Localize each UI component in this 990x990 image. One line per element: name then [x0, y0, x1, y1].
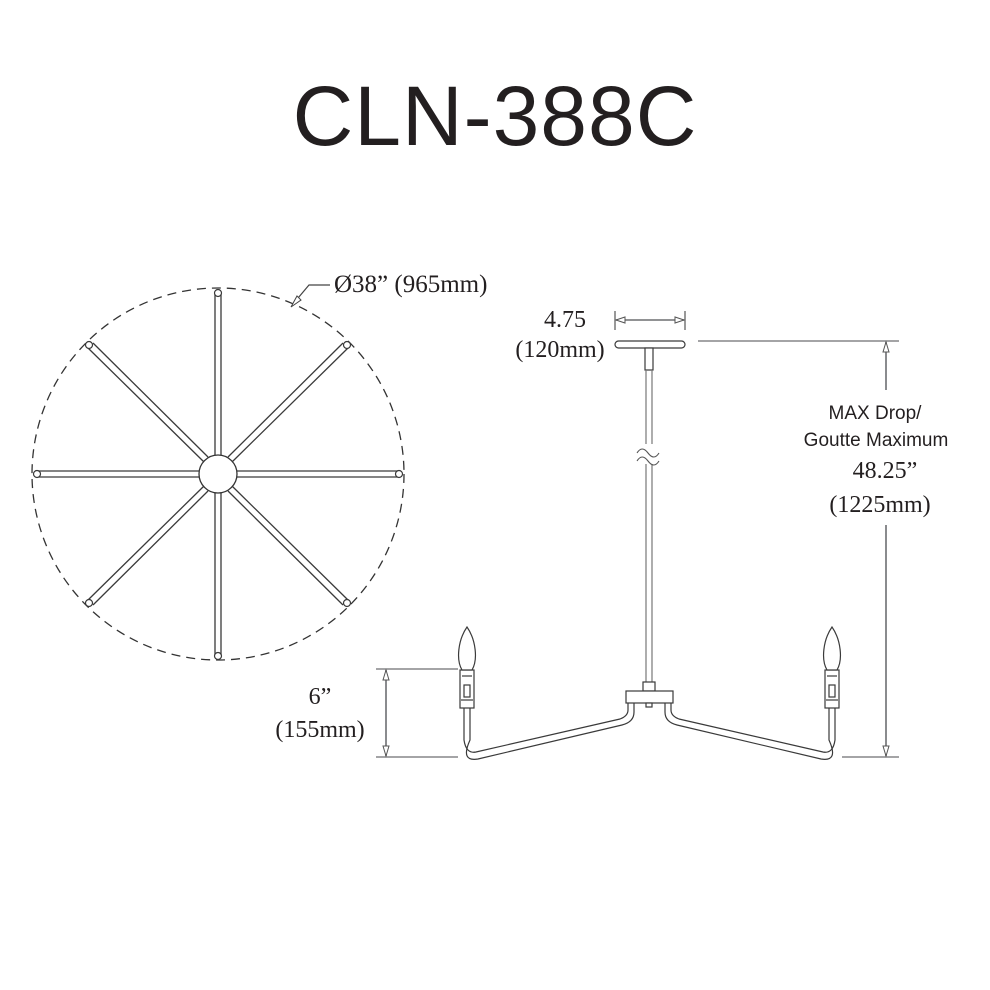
- max-drop-inches: 48.25”: [852, 458, 918, 484]
- max-drop-label-fr: Goutte Maximum: [803, 430, 949, 451]
- max-drop-label-en: MAX Drop/: [828, 403, 922, 424]
- canopy-width-inches: 4.75: [544, 307, 586, 333]
- center-hub: [198, 454, 238, 494]
- side-view: [376, 311, 899, 760]
- canopy: [614, 340, 686, 349]
- center-hub-body: [625, 690, 674, 704]
- model-title: CLN-388C: [292, 69, 698, 163]
- top-view: [31, 284, 405, 661]
- right-candle: [822, 625, 842, 709]
- canopy-width-mm: (120mm): [515, 337, 605, 363]
- arms: [37, 293, 399, 655]
- diameter-label: Ø38” (965mm): [334, 271, 488, 298]
- arm-height-inches: 6”: [308, 684, 332, 710]
- max-drop-mm: (1225mm): [829, 492, 931, 518]
- left-candle: [457, 625, 477, 709]
- arm-height-mm: (155mm): [275, 717, 365, 743]
- arm-tips: [32, 288, 404, 661]
